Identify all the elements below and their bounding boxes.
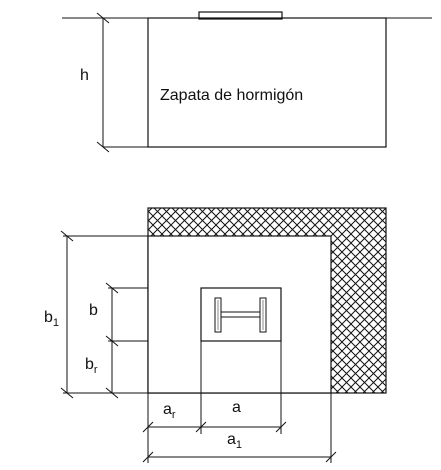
elevation-view: Zapata de hormigón h <box>62 11 432 153</box>
h-column-icon <box>214 297 267 333</box>
br-label: br <box>85 356 98 376</box>
footing-label: Zapata de hormigón <box>160 87 303 104</box>
ar-tick-left <box>142 421 154 433</box>
b-tick-mid <box>105 335 119 347</box>
b1-label: b1 <box>44 309 59 329</box>
br-tick-bottom <box>105 387 119 399</box>
a-tick-right <box>275 421 287 433</box>
base-plate <box>198 11 283 20</box>
base-plate-plan <box>200 287 282 342</box>
h-tick-bottom <box>96 141 110 153</box>
a-label: a <box>232 399 241 416</box>
a1-tick-right <box>325 451 337 463</box>
b1-tick-top <box>60 230 74 242</box>
b-label: b <box>89 302 98 319</box>
h-label: h <box>80 67 89 84</box>
a-tick-left <box>195 421 207 433</box>
plan-view: b1 b br ar a a1 <box>44 207 387 463</box>
b1-tick-bottom <box>60 387 74 399</box>
concrete-footing <box>147 17 387 148</box>
b-tick-top <box>105 282 119 294</box>
a1-tick-left <box>142 451 154 463</box>
ar-label: ar <box>163 401 176 421</box>
h-tick-top <box>96 12 110 24</box>
a1-label: a1 <box>227 431 242 451</box>
